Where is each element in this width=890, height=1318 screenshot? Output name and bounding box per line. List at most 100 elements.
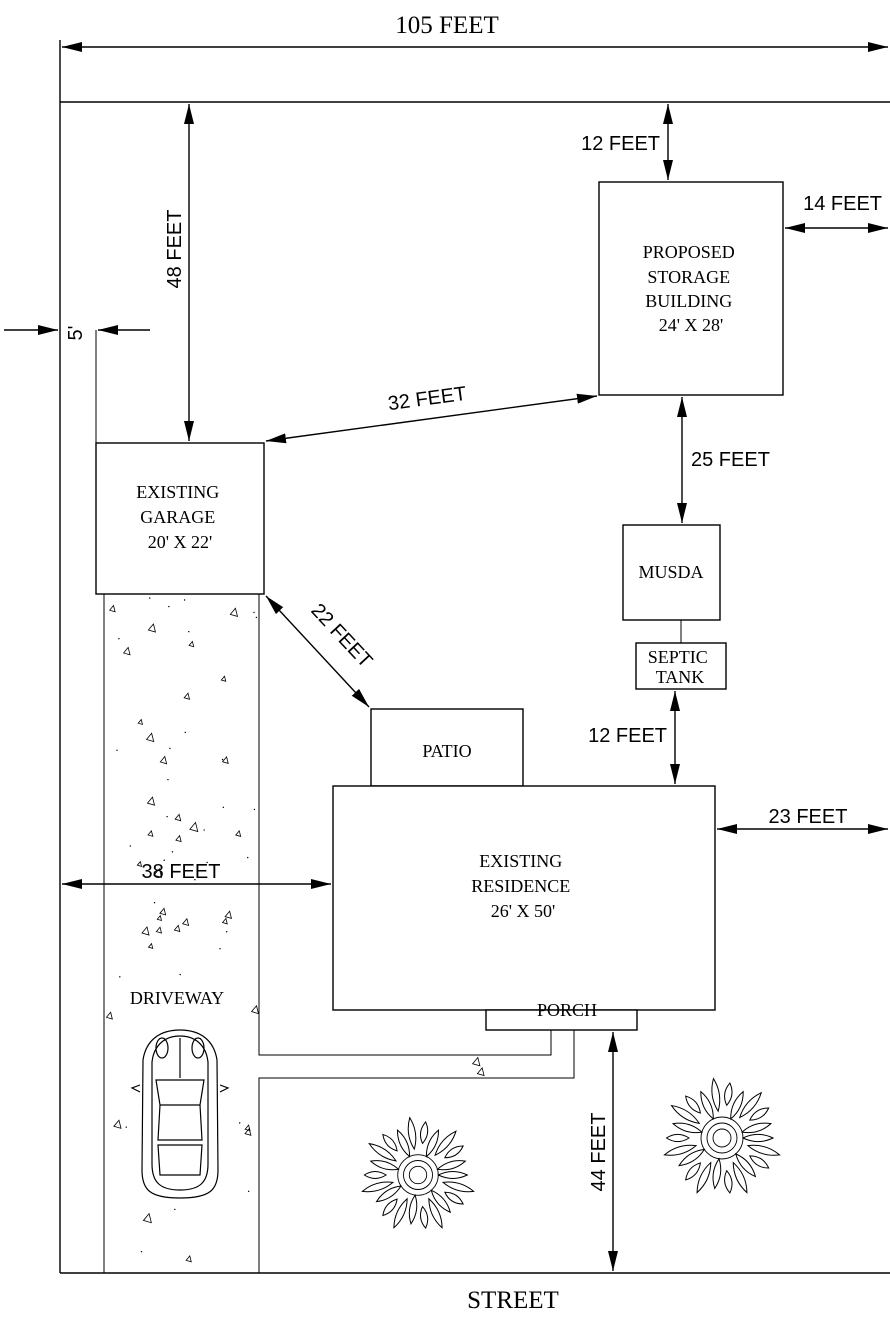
tree-leaf <box>724 1082 733 1107</box>
concrete-hatch-mark <box>189 821 199 833</box>
tree-leaf <box>671 1122 703 1134</box>
concrete-hatch-mark <box>221 917 228 925</box>
concrete-hatch-dot <box>163 859 165 861</box>
concrete-hatch <box>105 597 485 1263</box>
dim-storage-to-musda-label: 25 FEET <box>691 449 770 471</box>
concrete-hatch-dot <box>253 808 256 811</box>
concrete-hatch-dot <box>221 758 224 761</box>
septic-label-1: SEPTIC <box>648 647 708 667</box>
dim-residence-to-left: 38 FEET <box>62 861 331 889</box>
existing-residence: EXISTING RESIDENCE 26' X 50' <box>332 785 716 1011</box>
concrete-hatch-mark <box>141 926 150 936</box>
tree-ring <box>700 1116 744 1160</box>
residence-label-1: EXISTING <box>479 851 562 871</box>
concrete-hatch-dot <box>149 597 151 599</box>
tree-leaf <box>738 1091 763 1119</box>
tree-leaf <box>407 1116 417 1151</box>
concrete-hatch-mark <box>250 1004 260 1015</box>
dim-garage-to-storage-label: 32 FEET <box>387 383 468 415</box>
tree-leaf <box>382 1133 398 1152</box>
concrete-hatch-dot <box>222 806 225 809</box>
proposed-storage-building: PROPOSED STORAGE BUILDING 24' X 28' <box>598 181 784 396</box>
existing-garage: EXISTING GARAGE 20' X 22' <box>95 442 265 595</box>
dim-residence-to-right-label: 23 FEET <box>769 806 848 828</box>
tree-icon-left <box>361 1116 475 1230</box>
concrete-hatch-dot <box>203 829 205 831</box>
tree-leaf <box>437 1171 469 1179</box>
tree-leaf <box>397 1129 411 1158</box>
tree-leaf <box>408 1193 418 1225</box>
musda: MUSDA <box>622 524 721 621</box>
tree-ring <box>397 1154 439 1196</box>
residence-label-3: 26' X 50' <box>491 901 556 921</box>
street-label: STREET <box>467 1287 559 1314</box>
garage-label-1: EXISTING <box>136 482 219 502</box>
concrete-hatch-mark <box>147 623 157 633</box>
dim-garage-to-patio-label: 22 FEET <box>306 600 376 673</box>
concrete-hatch-mark <box>476 1067 485 1077</box>
concrete-hatch-mark <box>174 813 182 822</box>
concrete-hatch-dot <box>153 902 156 904</box>
concrete-hatch-mark <box>159 755 168 765</box>
concrete-hatch-mark <box>471 1056 481 1067</box>
dim-porch-to-street-label: 44 FEET <box>588 1113 610 1192</box>
concrete-hatch-dot <box>166 815 168 818</box>
svg-text:PROPOSED STORAGE B: PROPOSED STORAGE BUILDING 24' X 28' <box>643 242 740 335</box>
tree-leaf <box>363 1171 388 1179</box>
tree-icon-right <box>663 1077 781 1194</box>
tree-leaf <box>361 1181 395 1193</box>
tree-leaf <box>444 1191 464 1205</box>
concrete-hatch-mark <box>221 756 229 764</box>
septic-tank: SEPTIC TANK <box>635 642 727 690</box>
concrete-hatch-dot <box>169 747 171 750</box>
concrete-hatch-mark <box>105 1011 113 1020</box>
tree-leaf <box>670 1104 701 1125</box>
tree-leaf <box>700 1090 714 1120</box>
dim-storage-to-musda: 25 FEET <box>677 397 770 523</box>
tree-leaf <box>734 1152 757 1178</box>
tree-leaf <box>368 1142 398 1162</box>
tree-leaf <box>436 1160 467 1171</box>
concrete-hatch-mark <box>220 675 227 682</box>
tree-leaf <box>430 1189 452 1214</box>
concrete-hatch-dot <box>247 1190 250 1193</box>
storage-label-1: PROPOSED <box>643 242 735 262</box>
driveway-label: DRIVEWAY <box>130 988 224 1008</box>
concrete-hatch-dot <box>171 851 174 853</box>
concrete-hatch-mark <box>183 692 191 700</box>
lot-boundary <box>59 40 890 1274</box>
musda-label: MUSDA <box>638 562 703 582</box>
concrete-hatch-mark <box>173 924 181 933</box>
concrete-hatch-mark <box>122 646 131 656</box>
dim-storage-to-rear: 12 FEET <box>581 104 673 180</box>
concrete-hatch-mark <box>175 834 182 843</box>
concrete-hatch-mark <box>181 917 190 927</box>
tree-leaf <box>425 1129 439 1158</box>
concrete-hatch-mark <box>147 829 154 837</box>
tree-leaf <box>419 1205 429 1230</box>
svg-text:EXISTING RESIDENCE: EXISTING RESIDENCE 26' X 50' <box>471 851 575 921</box>
concrete-hatch-dot <box>125 1126 127 1128</box>
tree-leaf <box>730 1090 744 1120</box>
concrete-hatch-mark <box>229 607 239 618</box>
concrete-hatch-mark <box>188 640 195 648</box>
concrete-hatch-mark <box>113 1119 122 1129</box>
concrete-hatch-dot <box>183 599 186 601</box>
concrete-hatch-dot <box>129 845 132 847</box>
tree-leaf <box>732 1161 748 1194</box>
concrete-hatch-dot <box>184 731 186 734</box>
dim-residence-to-right: 23 FEET <box>717 806 888 834</box>
tree-leaf <box>665 1133 690 1143</box>
tree-ring <box>403 1160 433 1190</box>
driveway: DRIVEWAY <box>103 594 575 1273</box>
tree-ring <box>706 1122 738 1154</box>
concrete-hatch-dot <box>188 630 190 633</box>
dim-garage-to-side-label: 5' <box>65 326 87 341</box>
tree-leaf <box>685 1095 701 1114</box>
concrete-hatch-dot <box>255 616 258 619</box>
concrete-hatch-dot <box>247 856 249 859</box>
concrete-hatch-mark <box>244 1127 252 1136</box>
dim-storage-to-side-label: 14 FEET <box>803 193 882 215</box>
tree-leaf <box>724 1169 733 1194</box>
